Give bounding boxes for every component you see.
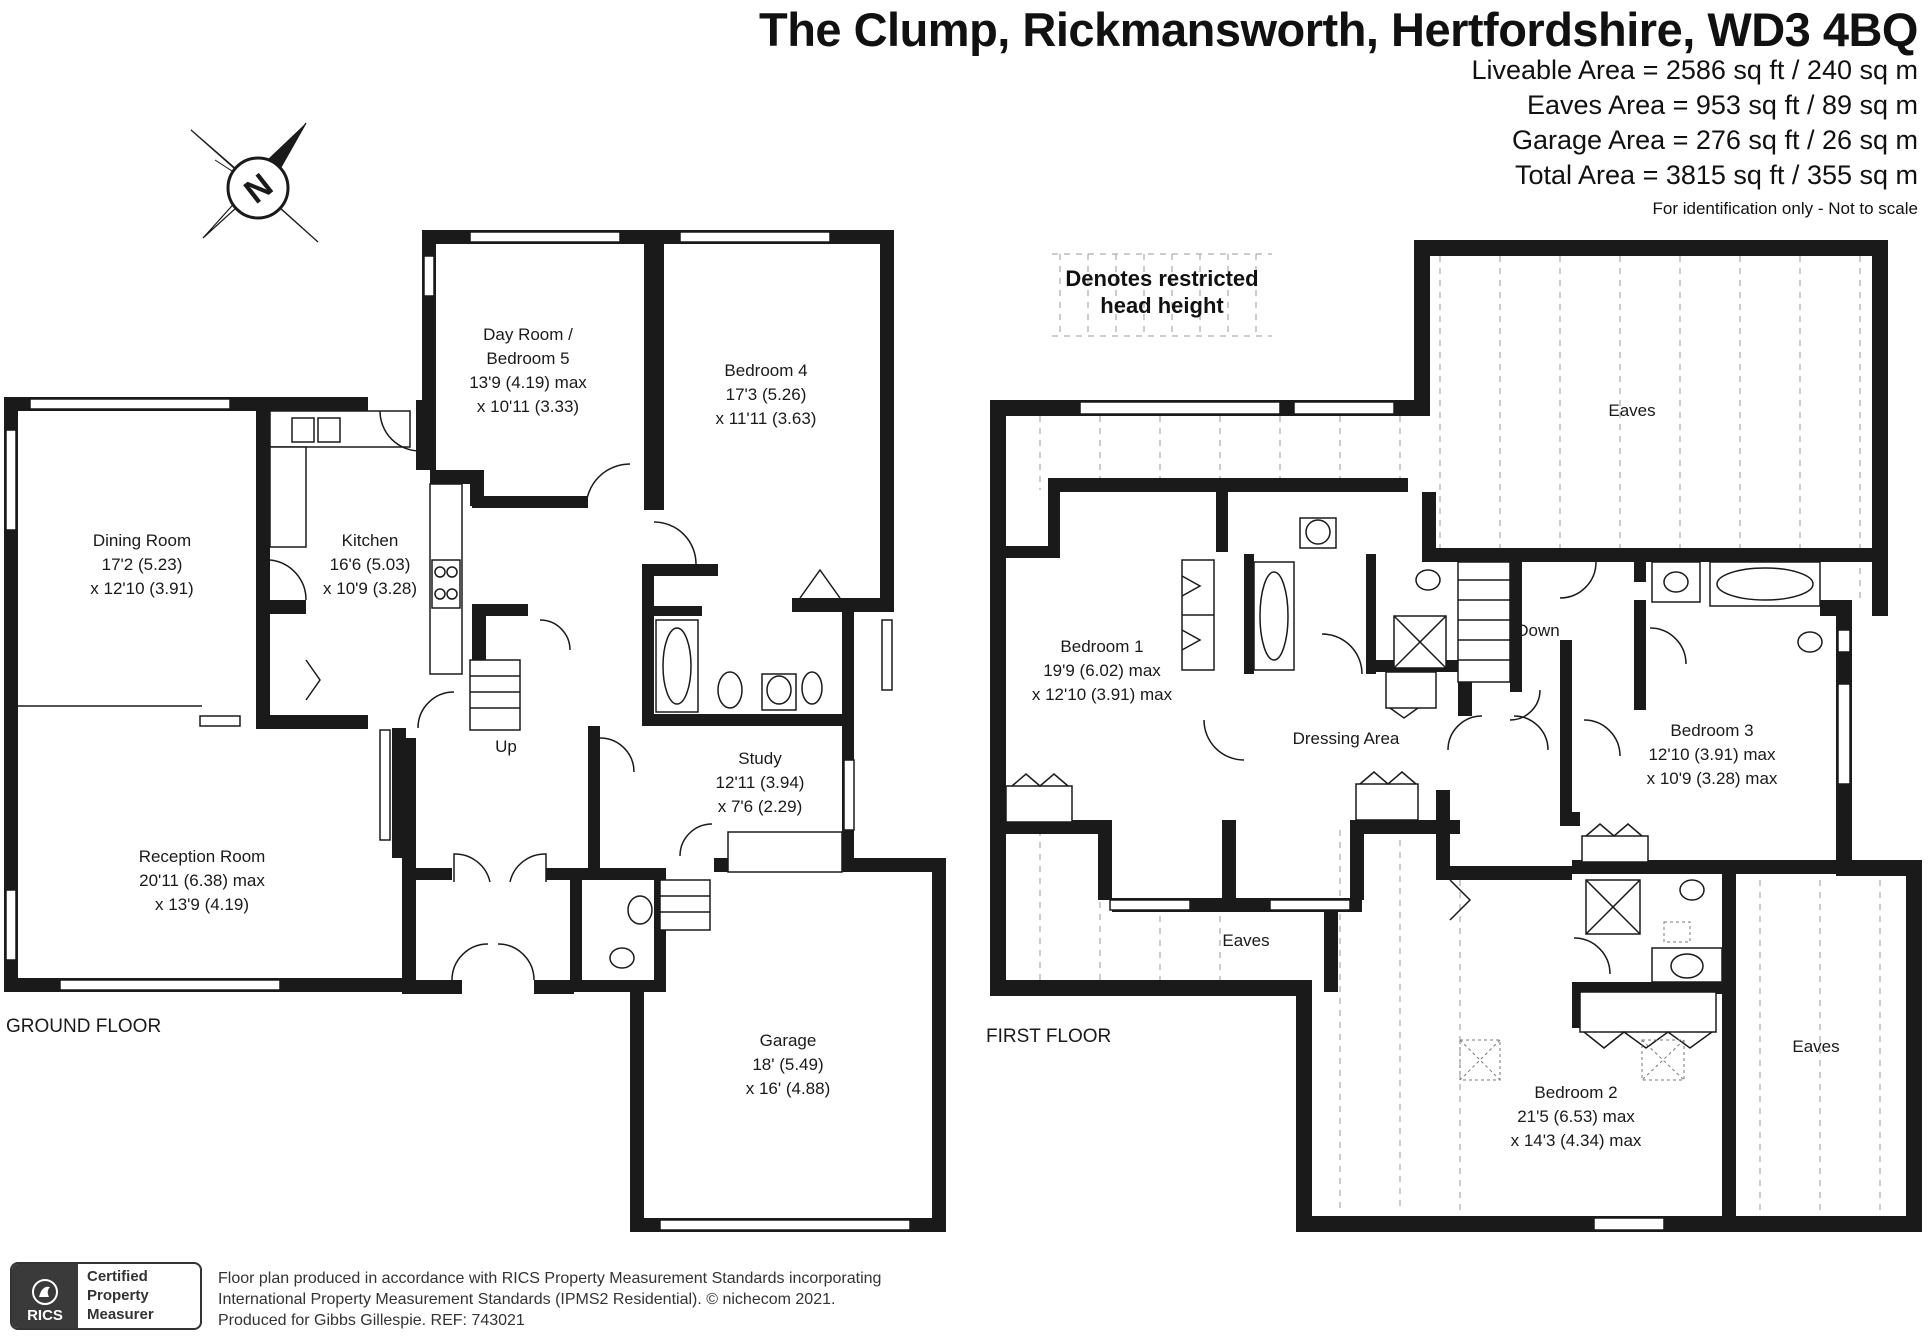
bedroom1-length: 19'9 (6.02) max <box>1043 661 1161 680</box>
garage-width: x 16' (4.88) <box>746 1079 831 1098</box>
bedroom3-length: 12'10 (3.91) max <box>1648 745 1776 764</box>
property-address: The Clump, Rickmansworth, Hertfordshire,… <box>758 3 1919 56</box>
ground-floor-label: GROUND FLOOR <box>6 1016 161 1037</box>
eaves-mid-label: Eaves <box>1222 931 1269 950</box>
day-room-name: Day Room / <box>483 325 573 344</box>
bedroom3-width: x 10'9 (3.28) max <box>1647 769 1778 788</box>
garage-name: Garage <box>760 1031 817 1050</box>
garage-area: Garage Area = 276 sq ft / 26 sq m <box>1512 125 1918 155</box>
bedroom4-width: x 11'11 (3.63) <box>716 409 817 428</box>
stairs-down-label: Down <box>1516 621 1559 640</box>
bedroom2-name: Bedroom 2 <box>1534 1083 1617 1102</box>
restricted-height-legend: Denotes restricted head height <box>1052 246 1272 338</box>
dining-room-name: Dining Room <box>93 531 191 550</box>
dining-room-width: x 12'10 (3.91) <box>90 579 193 598</box>
restricted-height-hatch <box>1039 253 1881 1210</box>
eaves-area: Eaves Area = 953 sq ft / 89 sq m <box>1527 90 1918 120</box>
ground-floor-plan <box>4 230 946 1232</box>
day-room-name-2: Bedroom 5 <box>486 349 569 368</box>
compass-rose-icon: N <box>190 122 319 243</box>
bedroom2-length: 21'5 (6.53) max <box>1517 1107 1635 1126</box>
kitchen-length: 16'6 (5.03) <box>330 555 411 574</box>
dressing-area-label: Dressing Area <box>1293 729 1400 748</box>
reception-room-name: Reception Room <box>139 847 266 866</box>
total-area: Total Area = 3815 sq ft / 355 sq m <box>1515 160 1918 190</box>
bedroom4-name: Bedroom 4 <box>724 361 807 380</box>
study-length: 12'11 (3.94) <box>716 773 805 792</box>
liveable-area: Liveable Area = 2586 sq ft / 240 sq m <box>1471 55 1918 85</box>
bedroom1-width: x 12'10 (3.91) max <box>1032 685 1173 704</box>
scale-note: For identification only - Not to scale <box>1652 199 1918 218</box>
bedroom2-width: x 14'3 (4.34) max <box>1511 1131 1642 1150</box>
garage-length: 18' (5.49) <box>752 1055 823 1074</box>
footer-line-1: Floor plan produced in accordance with R… <box>218 1270 882 1287</box>
bedroom3-name: Bedroom 3 <box>1670 721 1753 740</box>
footer-line-3: Produced for Gibbs Gillespie. REF: 74302… <box>218 1312 525 1329</box>
stairs-up-label: Up <box>495 737 517 756</box>
first-floor-label: FIRST FLOOR <box>986 1026 1111 1047</box>
footer-line-2: International Property Measurement Stand… <box>218 1291 836 1308</box>
bedroom1-name: Bedroom 1 <box>1060 637 1143 656</box>
study-name: Study <box>738 749 782 768</box>
kitchen-width: x 10'9 (3.28) <box>323 579 417 598</box>
reception-room-length: 20'11 (6.38) max <box>139 871 265 890</box>
first-floor-plan <box>990 240 1922 1232</box>
badge-line-3: Measurer <box>87 1306 154 1323</box>
legend-line-2: head height <box>1100 293 1224 318</box>
reception-room-width: x 13'9 (4.19) <box>155 895 249 914</box>
rics-certified-badge: RICS Certified Property Measurer <box>10 1262 202 1330</box>
footer-text: Floor plan produced in accordance with R… <box>218 1268 881 1331</box>
legend-line-1: Denotes restricted <box>1065 266 1259 291</box>
day-room-width: x 10'11 (3.33) <box>477 397 579 416</box>
study-width: x 7'6 (2.29) <box>718 797 803 816</box>
badge-line-1: Certified <box>87 1268 148 1285</box>
rics-logo-text: RICS <box>27 1307 63 1324</box>
kitchen-name: Kitchen <box>342 531 399 550</box>
rics-logo: RICS <box>12 1264 78 1328</box>
bedroom4-length: 17'3 (5.26) <box>726 385 807 404</box>
eaves-right-label: Eaves <box>1792 1037 1839 1056</box>
badge-line-2: Property <box>87 1287 149 1304</box>
day-room-length: 13'9 (4.19) max <box>469 373 587 392</box>
dining-room-length: 17'2 (5.23) <box>102 555 183 574</box>
lion-crest-icon <box>32 1279 58 1305</box>
eaves-top-label: Eaves <box>1608 401 1655 420</box>
